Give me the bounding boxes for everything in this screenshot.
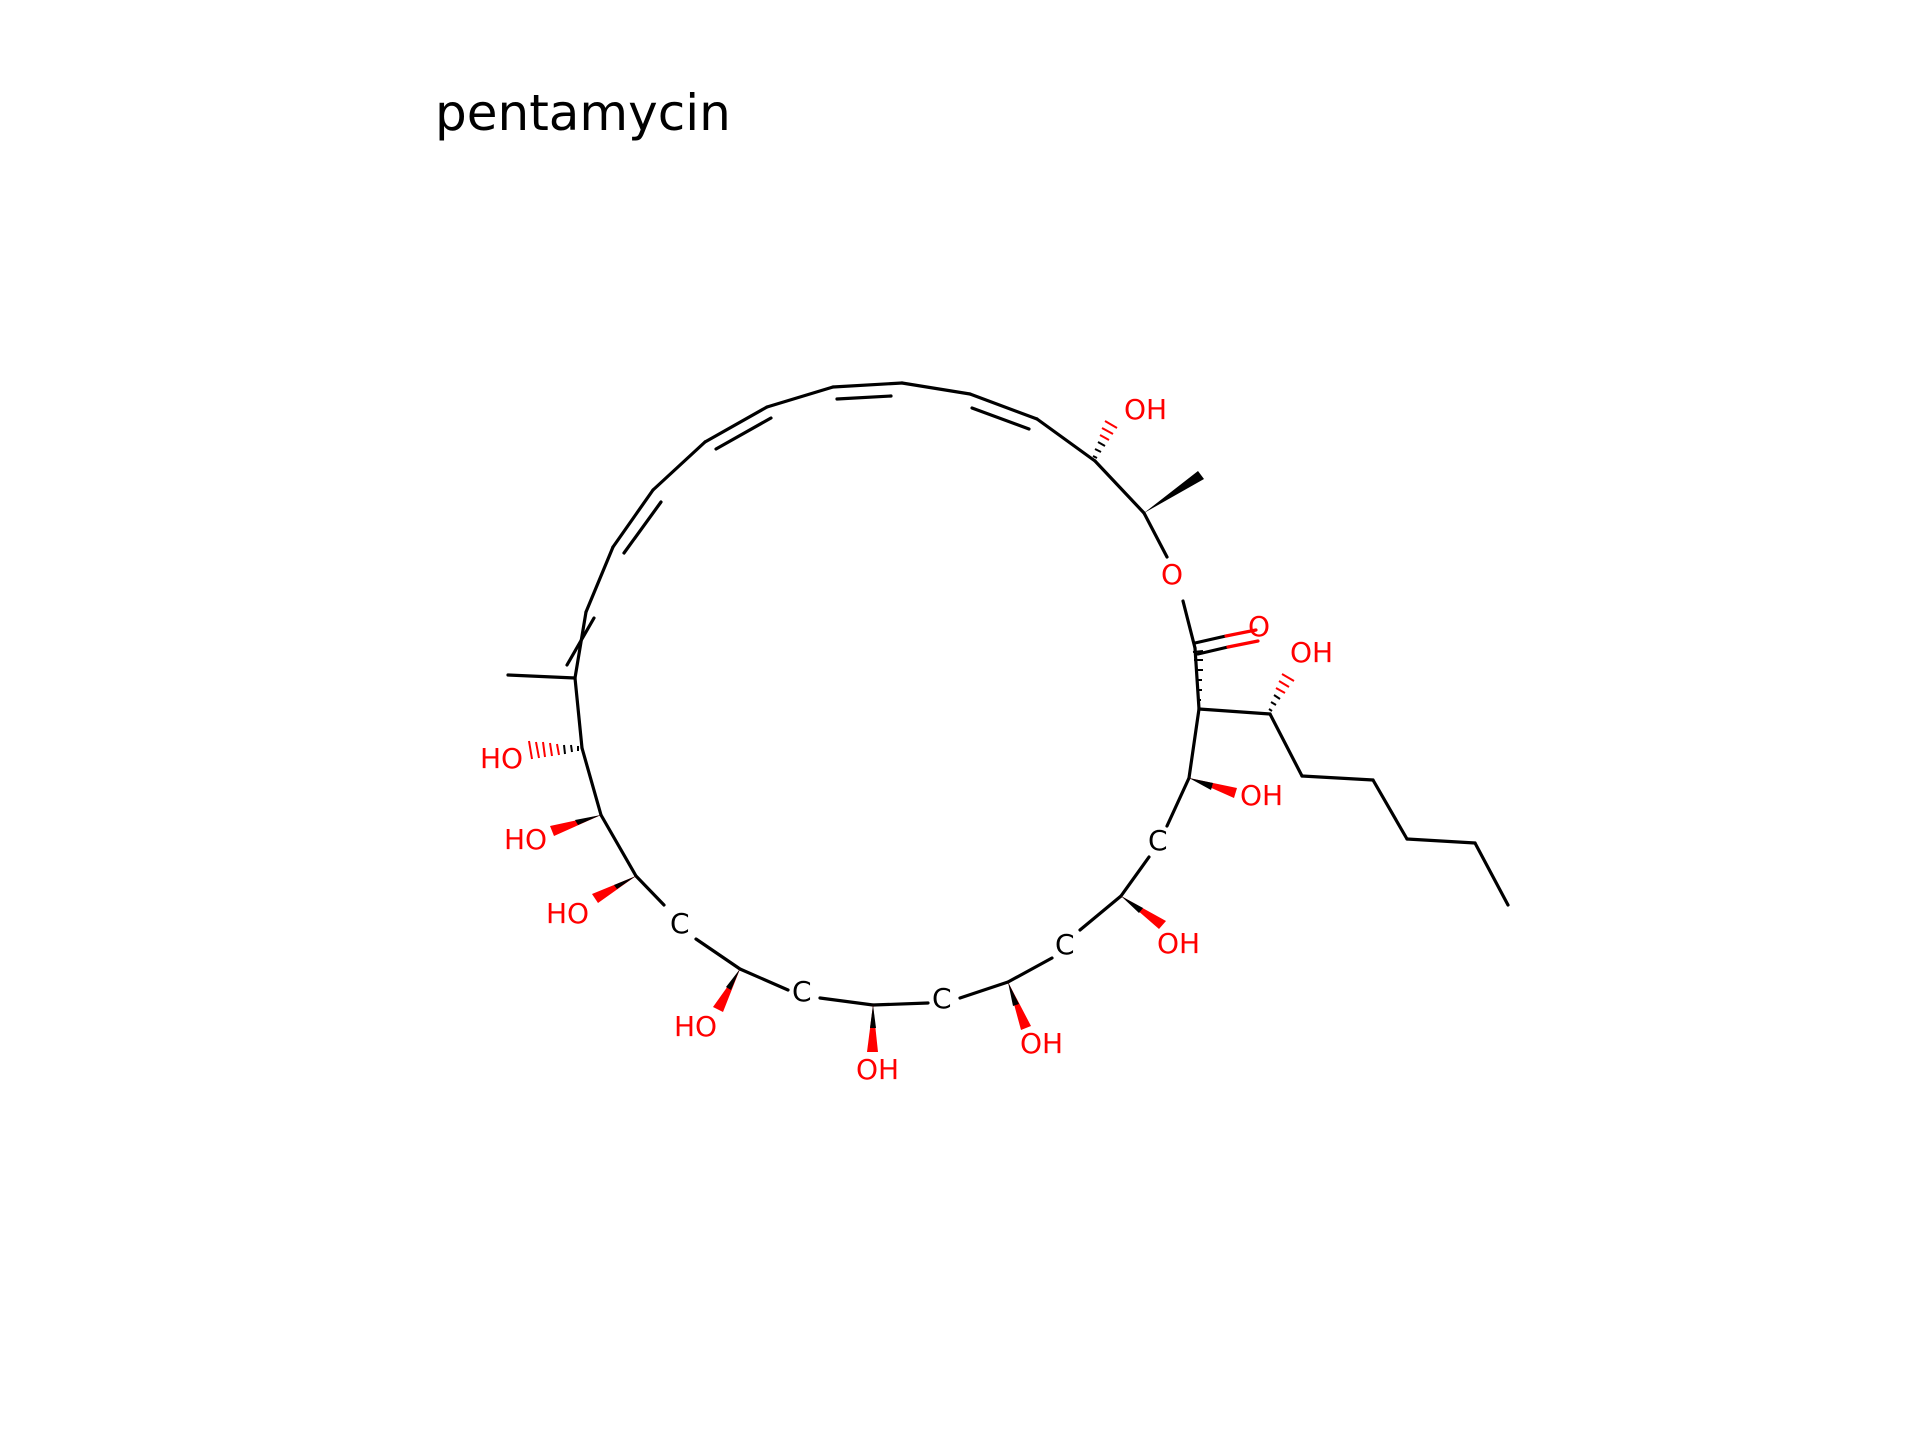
bond-c14-c15 — [599, 813, 638, 878]
bond-c23-c24 — [1119, 855, 1151, 898]
label-carbon-lower-right: C — [1055, 928, 1075, 961]
label-oh-right-2: OH — [1157, 927, 1200, 960]
hash-oh-top — [1092, 441, 1106, 459]
label-carbonyl-oxygen: O — [1248, 610, 1270, 643]
bond-cside-ch2a — [1268, 712, 1304, 778]
bond-c4-c5 — [900, 381, 972, 396]
bonds — [506, 381, 1510, 1007]
bond-c20-c21 — [958, 980, 1010, 1000]
bond-c18-c19 — [818, 996, 875, 1007]
bond-c11-c12 — [573, 610, 588, 680]
atom-labels: OH O O OH OH C OH C OH C OH C HO C HO HO… — [480, 393, 1333, 1086]
label-ring-oxygen: O — [1161, 558, 1183, 591]
label-carbon-bottom-left: C — [792, 975, 812, 1008]
bond-c21-c22 — [1006, 956, 1054, 984]
bond-c26-c27 — [1193, 646, 1201, 711]
bond-c13-c14 — [580, 746, 603, 817]
bond-c25-c26 — [1187, 707, 1201, 780]
bond-c3-c4 — [968, 392, 1039, 421]
label-oh-top: OH — [1124, 393, 1167, 426]
wedge-oh-bottom — [867, 1005, 878, 1052]
label-oh-bottom: OH — [856, 1053, 899, 1086]
bond-c1-c2 — [1093, 459, 1146, 515]
bond-c12-c13 — [573, 676, 584, 750]
wedge-bonds-black — [575, 778, 1213, 1028]
molecule-title: pentamycin — [435, 84, 731, 142]
label-carbon-right: C — [1148, 824, 1168, 857]
bond-c9-c10 — [611, 488, 655, 549]
bond-c8-c9 — [651, 440, 707, 492]
label-oh-side-chain: OH — [1290, 636, 1333, 669]
hashed-bonds — [528, 420, 1295, 760]
bond-c6-c7 — [765, 385, 835, 409]
hash-oh-side — [1268, 694, 1281, 712]
bond-c26-cside — [1197, 707, 1272, 716]
label-carbon-left: C — [670, 907, 690, 940]
bond-c5-c6-double — [835, 394, 893, 401]
label-ho-left-1: HO — [480, 742, 523, 775]
bond-c15-c16 — [634, 874, 666, 907]
bond-c10-c11 — [584, 545, 615, 614]
label-carbon-bottom-right: C — [932, 982, 952, 1015]
carbonyl-bond — [1193, 628, 1260, 656]
bond-ch2c-ch2d — [1405, 837, 1477, 845]
bond-c3-c4-double — [970, 406, 1031, 431]
bond-c24-c25 — [1165, 776, 1191, 828]
bond-c7-c8 — [703, 405, 769, 444]
label-oh-right-1: OH — [1240, 779, 1283, 812]
hash-ho-left-1 — [563, 744, 579, 755]
bond-c11-c12-double — [565, 616, 596, 667]
bond-c12-methyl — [506, 673, 577, 680]
bond-c5-c6 — [831, 381, 904, 389]
wedge-methyl-c1 — [1144, 471, 1204, 513]
bond-c2-c3 — [1035, 417, 1097, 463]
hash-c26-c27 — [1192, 650, 1204, 701]
bond-c16-c17 — [694, 937, 742, 971]
label-ho-left-2: HO — [504, 823, 547, 856]
bond-c19-c20 — [871, 1001, 930, 1007]
wedge-bonds-oh — [550, 778, 1237, 1052]
bond-ch2d-ch3 — [1473, 841, 1510, 907]
bond-c7-c8-double — [714, 416, 773, 451]
bond-c9-c10-double — [622, 500, 663, 555]
label-ho-left-3: HO — [546, 897, 589, 930]
bond-c27-o — [1181, 599, 1197, 650]
bond-ch2a-ch2b — [1300, 774, 1375, 782]
bond-c22-c23 — [1078, 894, 1123, 932]
bond-c17-c18 — [738, 967, 790, 992]
bond-ch2b-ch2c — [1371, 778, 1409, 841]
bond-o-c1 — [1142, 511, 1169, 559]
wedge-bonds — [1144, 471, 1204, 513]
label-oh-bottom-left: HO — [674, 1010, 717, 1043]
label-oh-bottom-right: OH — [1020, 1027, 1063, 1060]
